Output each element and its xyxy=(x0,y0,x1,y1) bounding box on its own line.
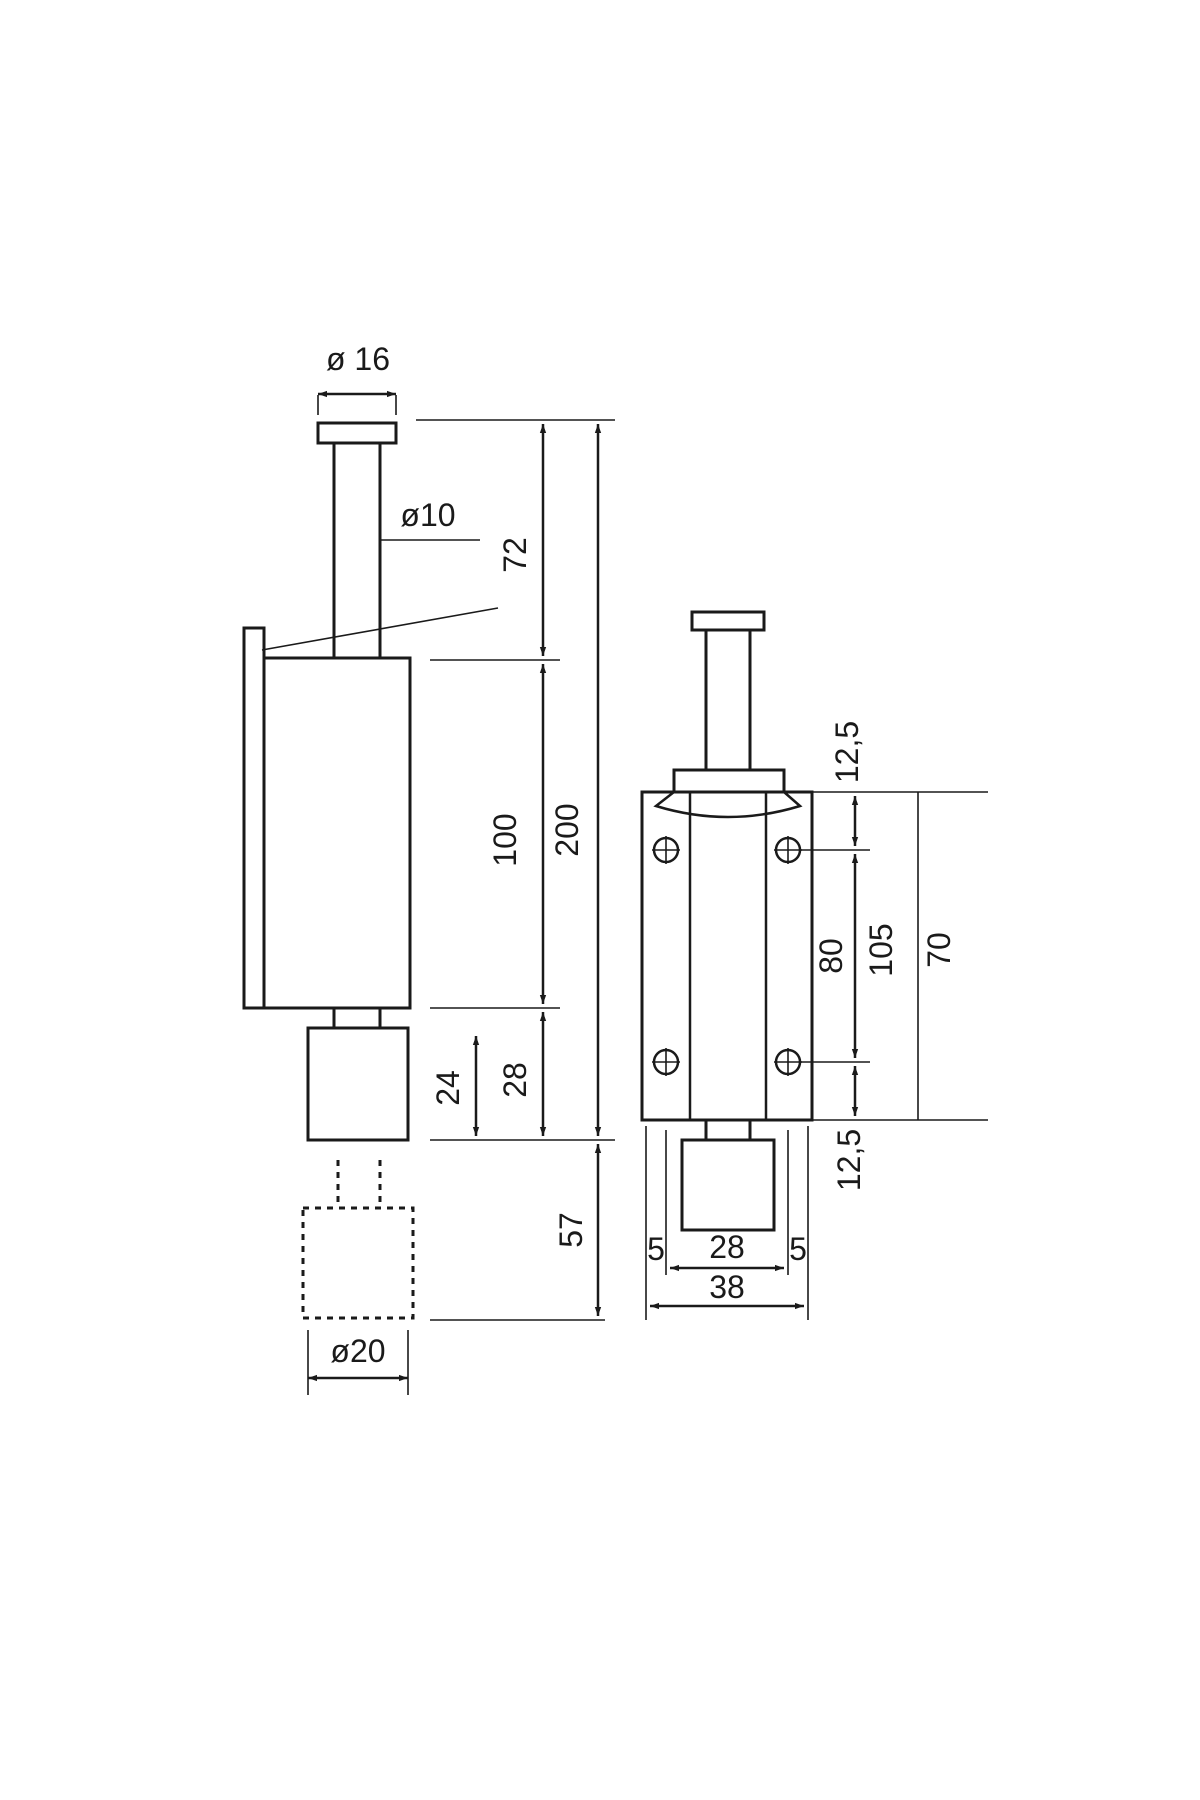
rod xyxy=(332,441,382,660)
knob xyxy=(690,610,766,632)
collar-bevel xyxy=(653,791,803,819)
label-foot-offset: 28 xyxy=(497,1062,533,1098)
foot-neck xyxy=(332,1006,382,1030)
label-top-margin: 12,5 xyxy=(829,721,865,783)
label-total-length: 200 xyxy=(549,803,585,856)
side-view: ø 16 ø10 72 100 200 24 28 57 ø20 xyxy=(242,341,615,1395)
bolt-body xyxy=(262,656,412,1010)
label-bottom-margin: 12,5 xyxy=(831,1129,867,1191)
rubber-foot xyxy=(680,1138,776,1232)
label-inner-width: 28 xyxy=(709,1229,745,1265)
label-left-edge: 5 xyxy=(647,1231,665,1267)
label-foot-diameter: ø20 xyxy=(330,1333,385,1369)
label-knob-diameter: ø 16 xyxy=(326,341,390,377)
label-hole-spacing: 105 xyxy=(863,923,899,976)
mounting-plate xyxy=(242,626,266,1010)
base-plate xyxy=(640,790,814,1122)
label-plate-height: 70 xyxy=(921,932,957,968)
extended-foot-outline xyxy=(301,1206,415,1320)
rubber-foot xyxy=(306,1026,410,1142)
label-right-edge: 5 xyxy=(789,1231,807,1267)
label-foot-height: 24 xyxy=(430,1070,466,1106)
knob xyxy=(316,421,398,445)
front-view: 12,5 80 105 70 12,5 5 28 5 38 xyxy=(640,610,988,1320)
label-body-height: 80 xyxy=(813,938,849,974)
screw-hole xyxy=(652,1048,680,1076)
label-total-width: 38 xyxy=(709,1269,745,1305)
foot-neck xyxy=(704,1118,752,1142)
plate-leader xyxy=(261,607,499,651)
screw-hole xyxy=(652,836,680,864)
label-body-length: 100 xyxy=(487,813,523,866)
label-rod-length: 72 xyxy=(497,537,533,573)
label-extension: 57 xyxy=(553,1212,589,1248)
rod xyxy=(704,628,752,772)
collar xyxy=(672,768,786,794)
label-rod-diameter: ø10 xyxy=(400,497,455,533)
